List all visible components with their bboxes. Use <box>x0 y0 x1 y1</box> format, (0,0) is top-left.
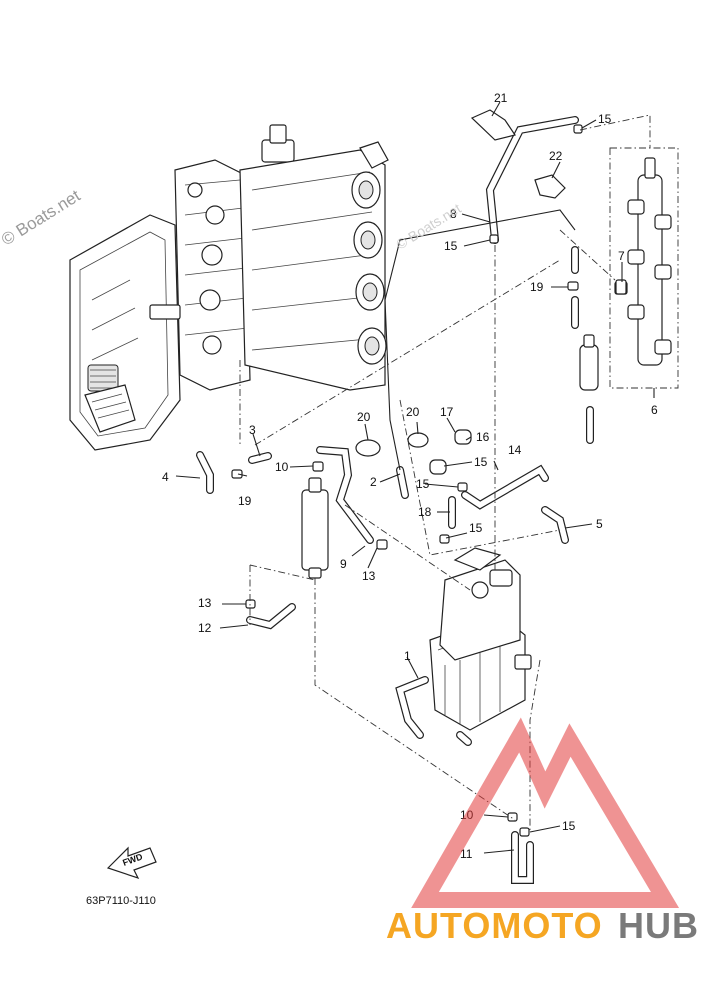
callout-13a: 13 <box>198 596 212 610</box>
callout-15a: 15 <box>598 112 612 126</box>
callout-15e: 15 <box>469 521 483 535</box>
callout-15b: 15 <box>444 239 458 253</box>
callout-16: 16 <box>476 430 490 444</box>
callout-3: 3 <box>249 423 256 437</box>
fuel-rail <box>614 157 672 366</box>
callout-9: 9 <box>340 557 347 571</box>
callout-17: 17 <box>440 405 454 419</box>
callout-12: 12 <box>198 621 212 635</box>
callout-15f: 15 <box>562 819 576 833</box>
logo-text-auto: AUTOMOTO <box>386 905 603 946</box>
callout-13b: 13 <box>362 569 376 583</box>
fuel-filter <box>571 246 599 444</box>
callout-19b: 19 <box>530 280 544 294</box>
leader-lines <box>175 101 655 854</box>
callout-21: 21 <box>494 91 508 105</box>
callout-19a: 19 <box>238 494 252 508</box>
automotohub-logo: AUTOMOTO HUB <box>386 717 699 946</box>
callout-4: 4 <box>162 470 169 484</box>
callout-11: 11 <box>460 847 473 861</box>
intake-manifold <box>69 124 389 451</box>
callout-14: 14 <box>508 443 522 457</box>
callout-2: 2 <box>370 475 377 489</box>
callout-1: 1 <box>404 649 411 663</box>
callout-10a: 10 <box>275 460 289 474</box>
hoses <box>196 116 579 884</box>
vapor-separator <box>429 547 532 746</box>
callout-5: 5 <box>596 517 603 531</box>
watermark-main: © Boats.net <box>0 186 84 249</box>
fuel-cooler <box>301 477 329 579</box>
fwd-arrow: FWD <box>106 846 157 880</box>
logo-triangle-icon <box>411 717 680 908</box>
callout-20a: 20 <box>357 410 371 424</box>
fuel-rail-box <box>609 147 679 389</box>
callout-20b: 20 <box>406 405 420 419</box>
diagram-code: 63P7110-J110 <box>86 895 156 907</box>
clamps <box>231 109 627 837</box>
callout-18: 18 <box>418 505 432 519</box>
callout-15c: 15 <box>474 455 488 469</box>
logo-text-hub: HUB <box>618 905 699 946</box>
callout-15d: 15 <box>416 477 430 491</box>
callout-22: 22 <box>549 149 563 163</box>
routing-lines <box>239 114 651 830</box>
callout-7: 7 <box>618 249 625 263</box>
callout-6: 6 <box>651 403 658 417</box>
callout-8: 8 <box>450 207 457 221</box>
